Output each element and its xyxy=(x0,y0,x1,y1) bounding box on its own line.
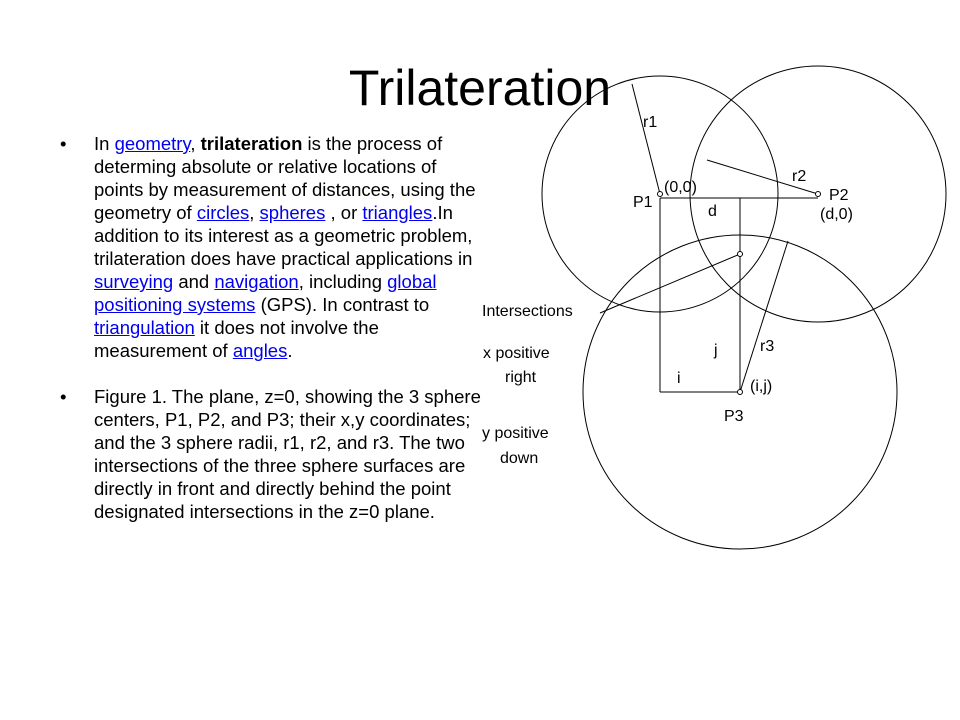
point-p3 xyxy=(737,389,743,395)
bullet-description: • In geometry, trilateration is the proc… xyxy=(60,132,484,362)
text-run: it does not involve the measurement of xyxy=(94,317,379,361)
circle-p2 xyxy=(689,65,947,323)
radius-r3-line xyxy=(739,240,789,393)
figure-caption-text: Figure 1. The plane, z=0, showing the 3 … xyxy=(94,386,481,522)
text-run: (GPS). In contrast to xyxy=(255,294,430,315)
label-y-positive: y positive xyxy=(482,425,549,442)
text-run: .In addition to its interest as a geomet… xyxy=(94,202,473,269)
bullet-list: • In geometry, trilateration is the proc… xyxy=(60,132,484,523)
term-trilateration: trilateration xyxy=(200,133,303,154)
bullet-marker: • xyxy=(60,386,67,407)
point-p2 xyxy=(815,191,821,197)
text-run: , xyxy=(190,133,201,154)
text-run: and xyxy=(173,271,215,292)
link-angles[interactable]: angles xyxy=(232,340,288,361)
label-p2-coord: (d,0) xyxy=(820,206,853,223)
label-x-positive: x positive xyxy=(483,345,550,362)
label-r2: r2 xyxy=(792,168,806,185)
bullet-marker: • xyxy=(60,133,67,154)
label-r3: r3 xyxy=(760,338,774,355)
link-geometry[interactable]: geometry xyxy=(114,133,191,154)
label-p2: P2 xyxy=(829,187,849,204)
point-intersection xyxy=(737,251,743,257)
bullet-figure-caption: • Figure 1. The plane, z=0, showing the … xyxy=(60,385,484,523)
text-run: In xyxy=(94,133,115,154)
text-run: , xyxy=(249,202,260,223)
slide-title: Trilateration xyxy=(348,60,612,116)
link-global-positioning-systems[interactable]: global positioning systems xyxy=(94,271,437,315)
text-run: . xyxy=(287,340,293,361)
link-circles[interactable]: circles xyxy=(196,202,250,223)
label-r1: r1 xyxy=(643,114,657,131)
label-p3-coord: (i,j) xyxy=(750,378,772,395)
radius-r2-line xyxy=(706,159,819,195)
text-run: , or xyxy=(325,202,363,223)
link-triangulation[interactable]: triangulation xyxy=(94,317,195,338)
label-intersections: Intersections xyxy=(482,303,573,320)
link-surveying[interactable]: surveying xyxy=(94,271,174,292)
text-run: , including xyxy=(298,271,388,292)
label-j: j xyxy=(713,342,718,359)
label-p1-coord: (0,0) xyxy=(664,179,697,196)
label-p1: P1 xyxy=(633,194,653,211)
label-down: down xyxy=(500,450,538,467)
label-i: i xyxy=(677,370,681,387)
point-p1 xyxy=(657,191,663,197)
radius-r1-line xyxy=(631,83,661,195)
label-right: right xyxy=(505,369,537,386)
text-run: is the process of determing absolute or … xyxy=(94,133,476,223)
label-p3: P3 xyxy=(724,408,744,425)
intersections-leader-line xyxy=(599,253,741,314)
link-spheres[interactable]: spheres xyxy=(259,202,326,223)
link-triangles[interactable]: triangles xyxy=(362,202,433,223)
link-navigation[interactable]: navigation xyxy=(214,271,299,292)
label-d: d xyxy=(708,203,717,220)
